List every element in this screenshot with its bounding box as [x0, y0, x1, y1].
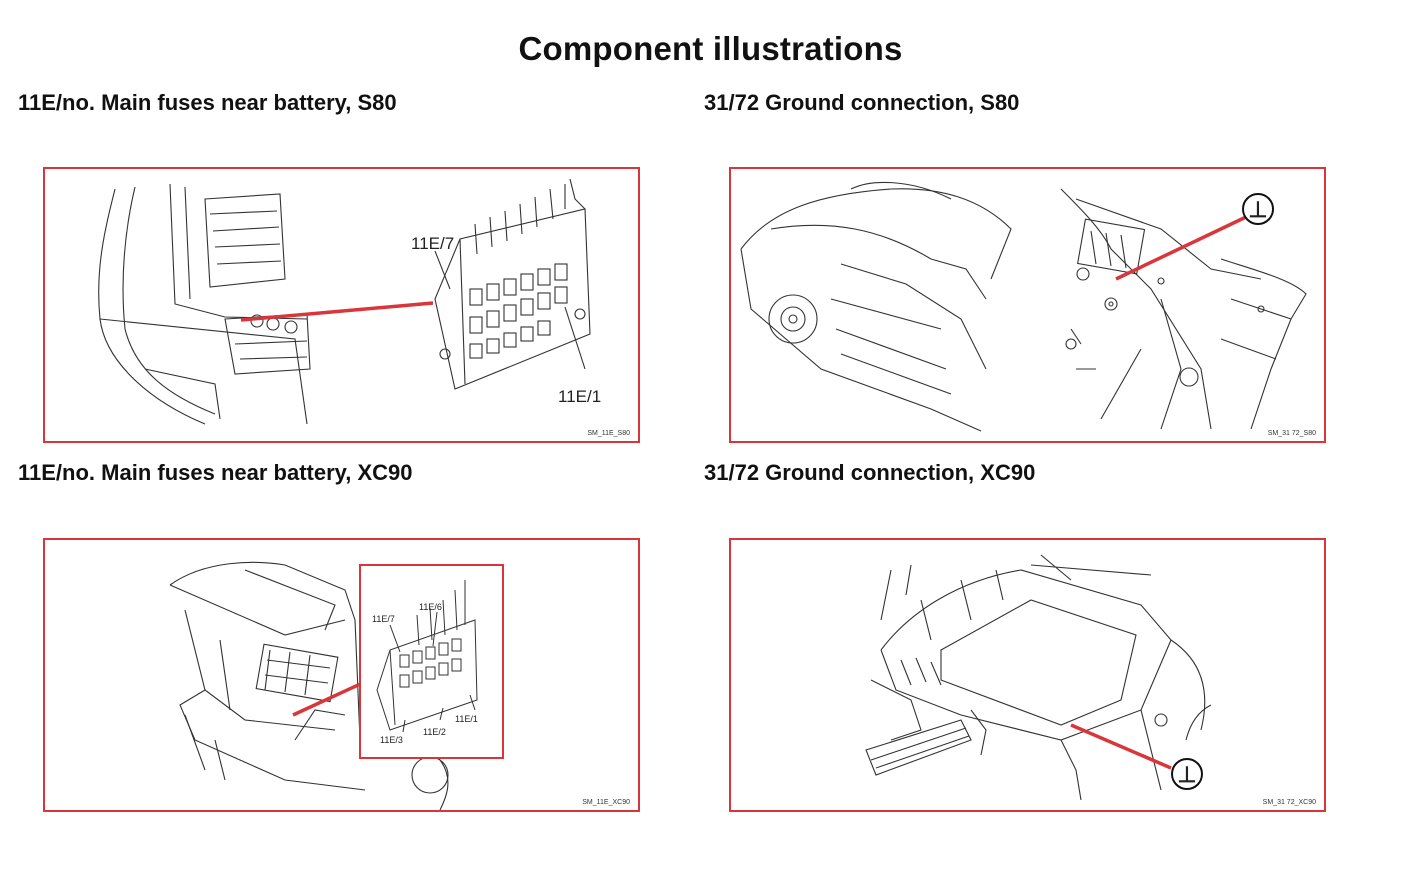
label-11e-6: 11E/6: [419, 602, 442, 612]
drawing-s80-ground: ⊥: [740, 181, 1307, 432]
illustration-main-fuses-s80: 11E/7 11E/1 SM_11E_S80: [43, 167, 640, 443]
drawing-s80-fuse-box: 11E/7 11E/1: [98, 178, 601, 425]
page-title: Component illustrations: [518, 30, 903, 67]
ground-symbol: ⊥: [1177, 762, 1196, 787]
label-11e-2: 11E/2: [423, 727, 446, 737]
caption-ground-xc90: 31/72 Ground connection, XC90: [704, 460, 1036, 485]
caption-ground-s80: 31/72 Ground connection, S80: [704, 90, 1020, 115]
drawing-code: SM_11E_XC90: [582, 799, 630, 806]
label-11e-7: 11E/7: [372, 614, 395, 624]
caption-main-fuses-xc90: 11E/no. Main fuses near battery, XC90: [18, 460, 413, 485]
label-11e-1: 11E/1: [455, 714, 478, 724]
caption-main-fuses-s80: 11E/no. Main fuses near battery, S80: [18, 90, 397, 115]
ground-symbol: ⊥: [1248, 197, 1267, 222]
illustration-ground-xc90: ⊥ SM_31 72_XC90: [729, 538, 1326, 812]
illustration-main-fuses-xc90: 11E/7 11E/6 11E/3 11E/2 11E/1 SM_11E_XC9…: [43, 538, 640, 812]
drawing-code: SM_31 72_XC90: [1262, 799, 1316, 806]
drawing-code: SM_31 72_S80: [1267, 430, 1316, 437]
drawing-xc90-fuse-box: 11E/7 11E/6 11E/3 11E/2 11E/1: [169, 561, 504, 810]
illustration-ground-s80: ⊥ SM_31 72_S80: [729, 167, 1326, 443]
label-11e-1: 11E/1: [558, 387, 601, 406]
label-11e-3: 11E/3: [380, 735, 403, 745]
drawing-code: SM_11E_S80: [587, 430, 630, 437]
drawing-xc90-ground: ⊥: [865, 554, 1212, 801]
label-11e-7: 11E/7: [411, 234, 454, 253]
